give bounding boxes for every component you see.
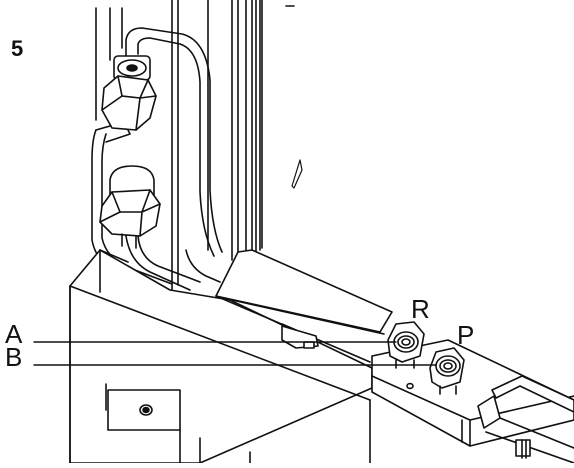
leader-lines (33, 341, 437, 366)
side-rail (371, 339, 574, 464)
callout-label-a: A (5, 319, 23, 349)
cover-plate (215, 249, 393, 363)
callout-label-b: B (5, 342, 23, 372)
callout-label-r: R (411, 294, 430, 324)
upper-tube (125, 27, 223, 257)
lower-fitting (99, 165, 161, 249)
column-frame (95, 0, 295, 291)
port-r-fitting (387, 321, 425, 369)
alignment-mark (291, 159, 303, 189)
step-number: 5 (11, 36, 24, 61)
manifold-block (69, 249, 373, 464)
upper-fitting (101, 55, 157, 131)
port-p-fitting (429, 347, 465, 395)
callout-label-p: P (457, 320, 475, 350)
block-tubes (125, 235, 221, 291)
